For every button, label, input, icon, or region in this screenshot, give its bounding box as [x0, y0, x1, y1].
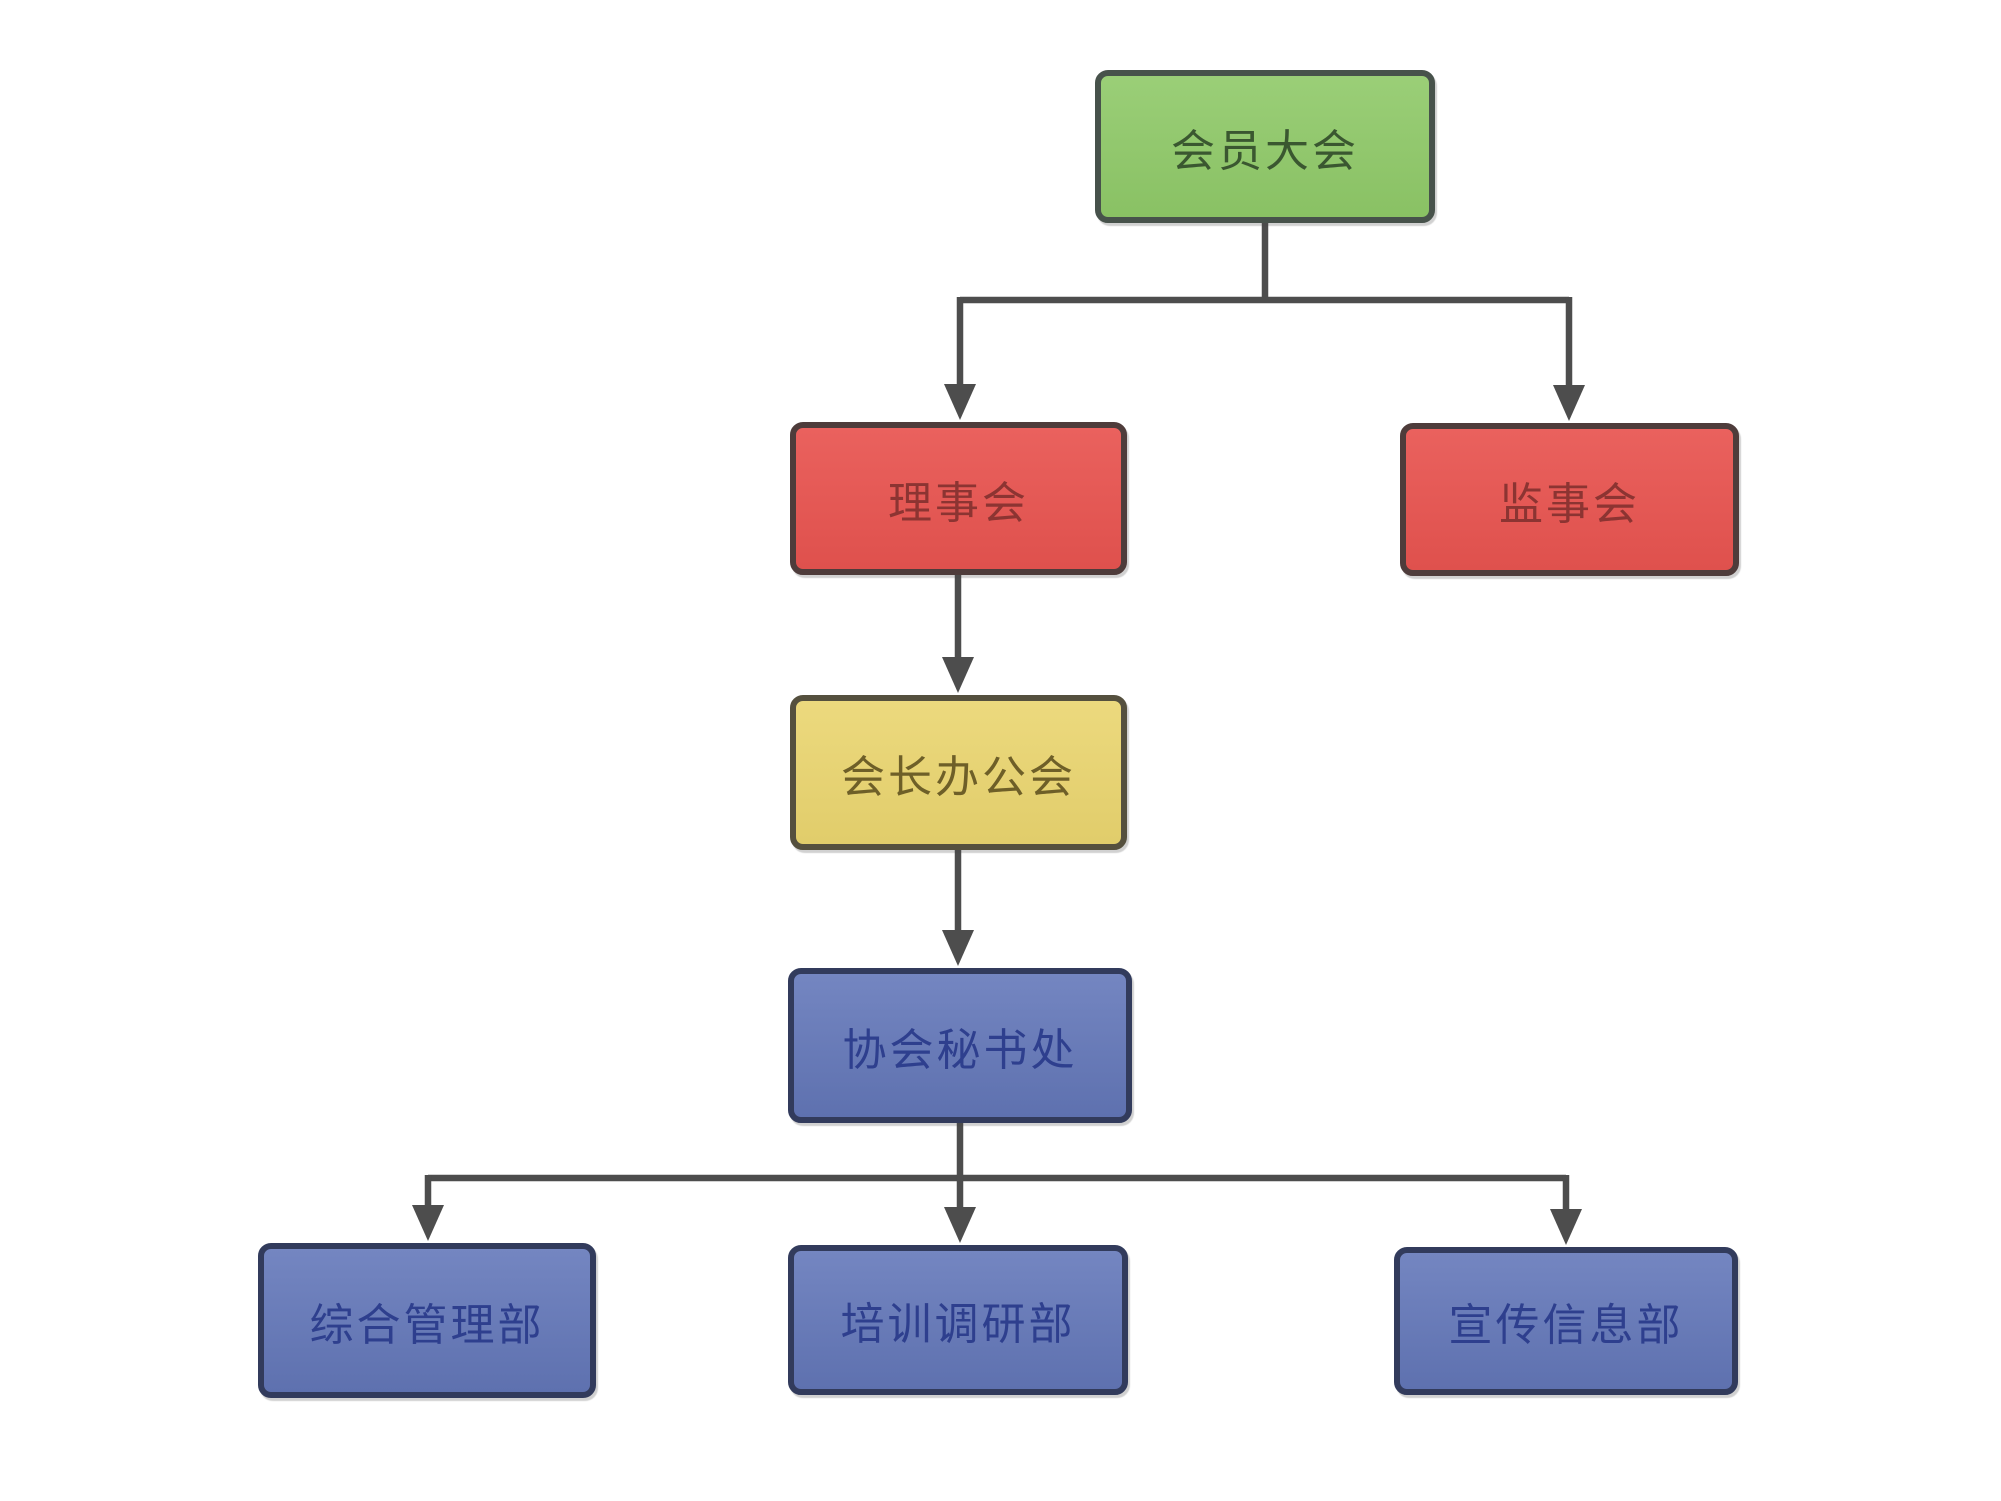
supervisory-board-node: 监事会: [1400, 423, 1739, 576]
edge-secretariat-publicity-information-dept: [1550, 1175, 1582, 1245]
edge-secretariat-general-management-dept: [412, 1175, 444, 1241]
general-management-dept-label: 综合管理部: [309, 1300, 545, 1350]
training-research-dept-node: 培训调研部: [788, 1245, 1128, 1395]
secretariat-node: 协会秘书处: [788, 968, 1132, 1123]
members-congress-label: 会员大会: [1171, 126, 1359, 176]
edge-secretariat-training-research-dept: [944, 1175, 976, 1243]
training-research-dept-label: 培训调研部: [840, 1300, 1076, 1349]
edge-members-congress-split: [960, 223, 1569, 304]
edge-president-office-meeting-secretariat: [942, 850, 974, 966]
edge-secretariat-split: [428, 1123, 1566, 1182]
council-node: 理事会: [790, 422, 1127, 575]
president-office-meeting-label: 会长办公会: [841, 752, 1076, 802]
general-management-dept-node: 综合管理部: [258, 1243, 596, 1398]
members-congress-node: 会员大会: [1095, 70, 1435, 223]
president-office-meeting-node: 会长办公会: [790, 695, 1127, 850]
publicity-information-dept-node: 宣传信息部: [1394, 1247, 1738, 1395]
edge-council-president-office-meeting: [942, 575, 974, 693]
council-label: 理事会: [888, 478, 1029, 528]
supervisory-board-label: 监事会: [1499, 479, 1640, 529]
secretariat-label: 协会秘书处: [842, 1025, 1078, 1075]
publicity-information-dept-label: 宣传信息部: [1448, 1301, 1684, 1350]
edge-members-congress-council: [944, 297, 976, 420]
edge-members-congress-supervisory-board: [1553, 297, 1585, 421]
